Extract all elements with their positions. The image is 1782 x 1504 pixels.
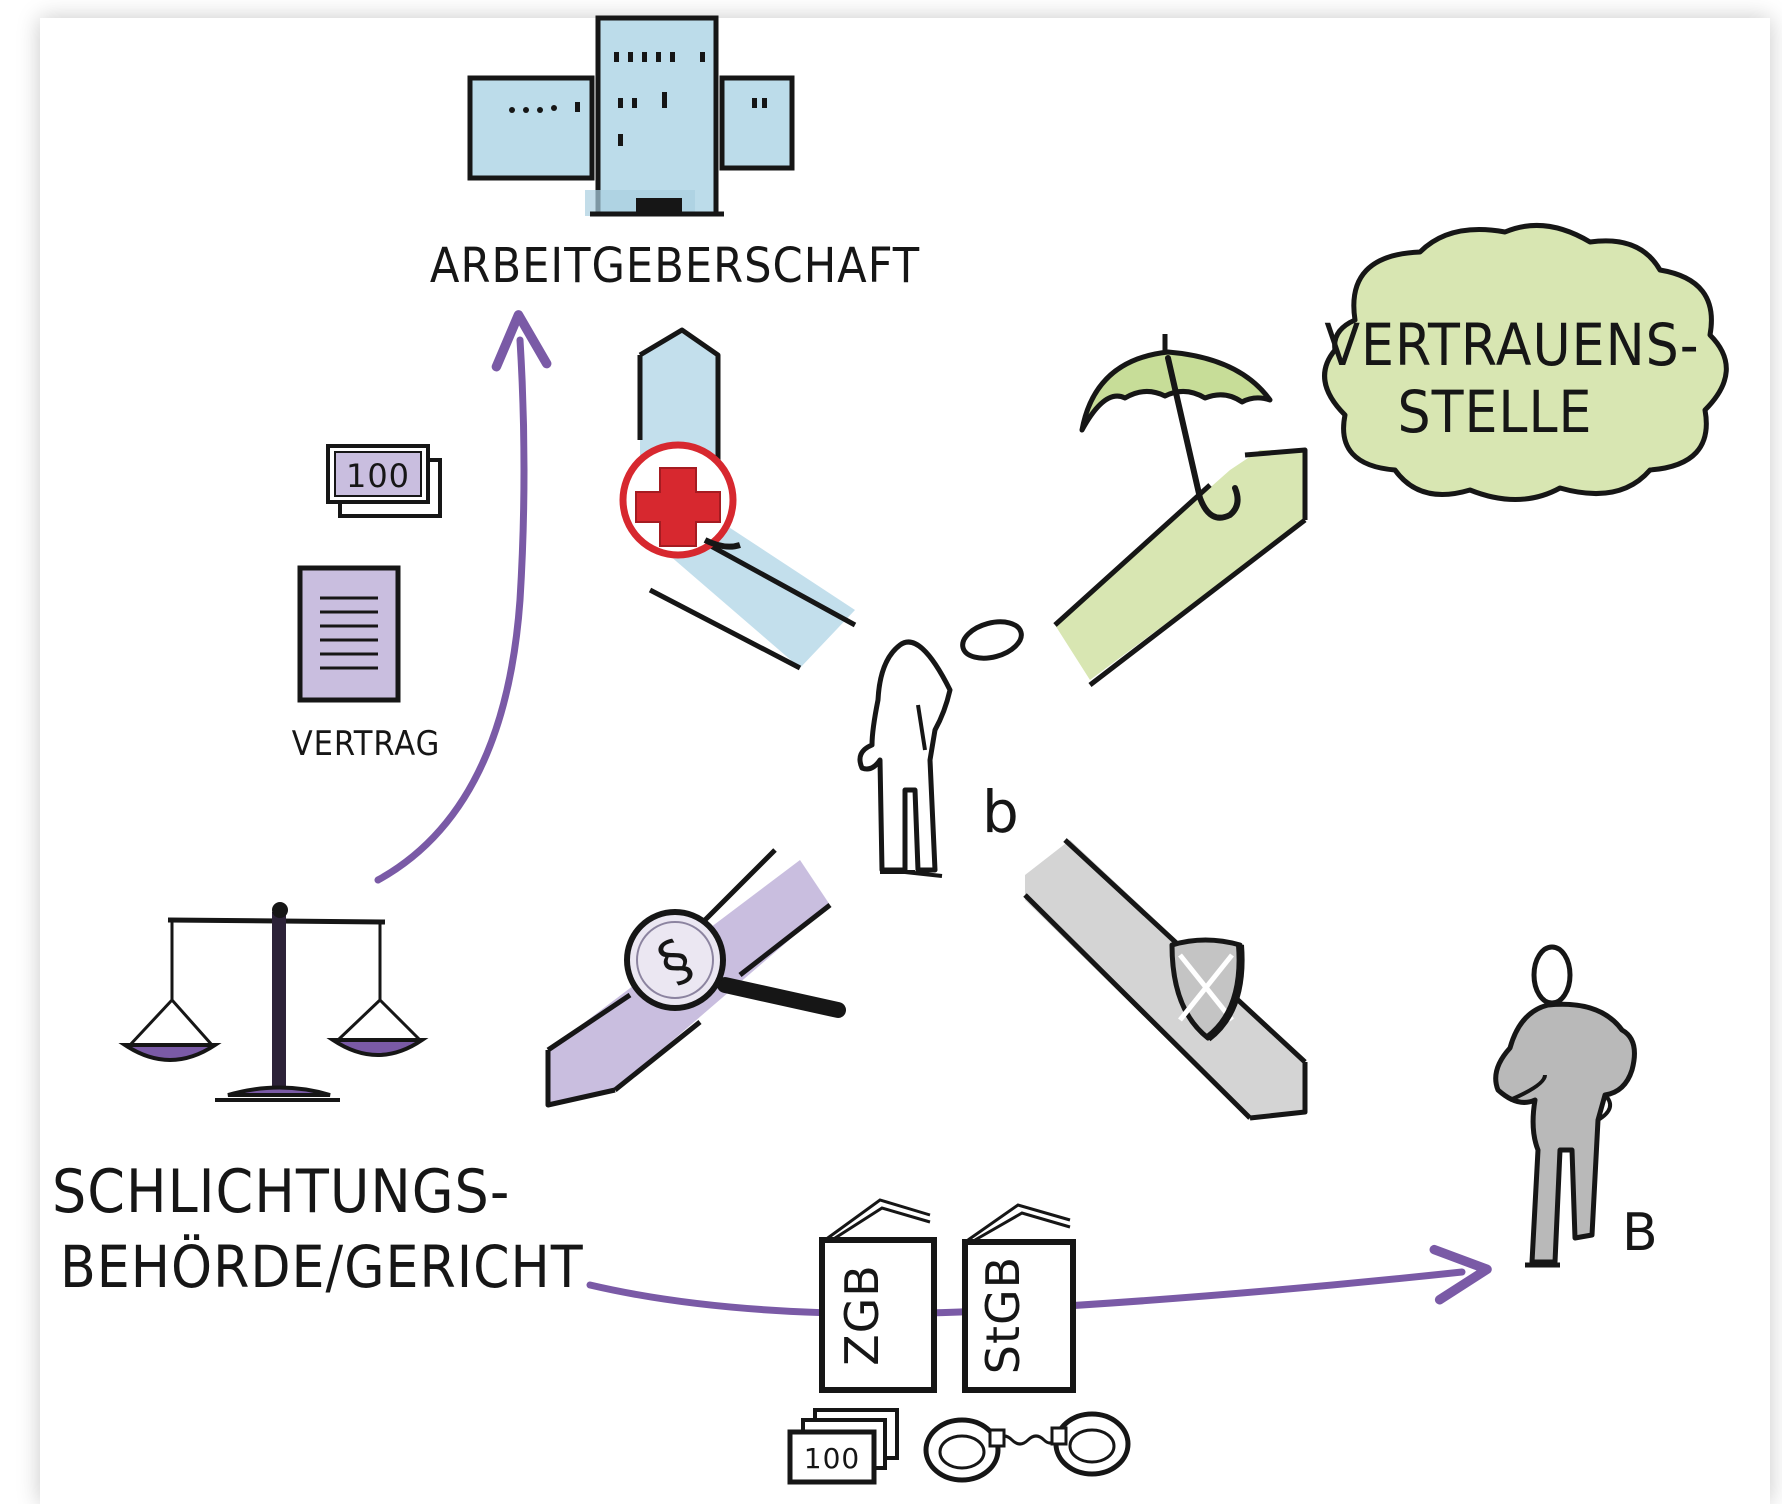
banknote-stack-icon	[787, 1408, 899, 1485]
trust-office-label-line2: STELLE	[1397, 378, 1592, 446]
affected-person-label: b	[982, 778, 1020, 846]
banknote-icon	[326, 444, 442, 518]
scales-of-justice-icon	[118, 902, 429, 1102]
arbitration-label-line1: SCHLICHTUNGS-	[52, 1157, 510, 1227]
banknote-value-top: 100	[346, 457, 410, 495]
magnifier-paragraph-icon: §	[624, 909, 846, 1018]
law-book-icon-zgb	[819, 1198, 937, 1393]
law-book-icon-stgb	[962, 1203, 1076, 1393]
arrow-up-to-employer	[374, 310, 552, 884]
contract-document-icon	[297, 565, 401, 703]
trust-office-label-line1: VERTRAUENS-	[1324, 311, 1699, 379]
accused-person-label: B	[1622, 1203, 1659, 1263]
arbitration-label-line2: BEHÖRDE/GERICHT	[60, 1233, 584, 1301]
shield-icon	[1169, 937, 1245, 1042]
office-building-icon	[467, 15, 795, 217]
book-civil-label: ZGB	[835, 1264, 889, 1366]
handcuffs-icon	[923, 1411, 1131, 1483]
employer-label: ARBEITGEBERSCHAFT	[430, 238, 920, 294]
umbrella-icon	[1079, 334, 1273, 521]
first-aid-cross-icon	[619, 441, 741, 559]
accused-person-figure	[1493, 944, 1637, 1268]
grey-ribbon	[1023, 838, 1308, 1121]
contract-label: VERTRAG	[292, 724, 441, 764]
thought-cloud-icon	[1322, 222, 1729, 502]
green-ribbon	[1053, 447, 1308, 687]
affected-person-figure	[857, 619, 1024, 878]
blue-ribbon	[637, 327, 857, 671]
banknote-value-bottom: 100	[804, 1442, 860, 1475]
book-criminal-label: StGB	[976, 1256, 1030, 1374]
